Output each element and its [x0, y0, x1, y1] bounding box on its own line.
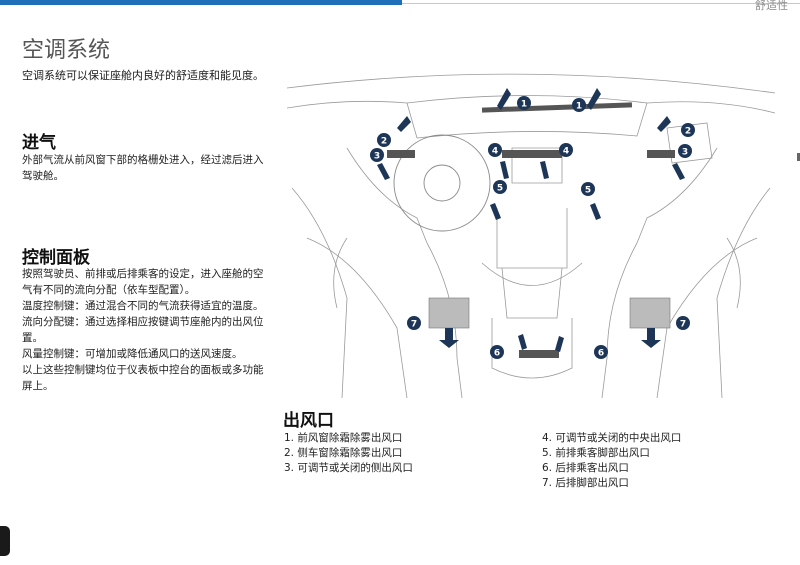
- control-panel-line: 风量控制键：可增加或降低通风口的送风速度。: [22, 348, 243, 360]
- marker-6-left: 6: [490, 345, 504, 359]
- svg-text:3: 3: [682, 148, 688, 158]
- svg-text:1: 1: [576, 102, 582, 112]
- marker-2-left: 2: [377, 133, 391, 147]
- marker-1-left: 1: [517, 96, 531, 110]
- marker-6-right: 6: [594, 345, 608, 359]
- page-edge-tab: [0, 526, 10, 556]
- marker-5-left: 5: [493, 180, 507, 194]
- footwell-vents: [428, 297, 671, 329]
- marker-5-right: 5: [581, 182, 595, 196]
- diagram-markers: 1 1 2 2 3 3 4 4 5 5 6 6 7 7: [370, 96, 695, 359]
- marker-4-right: 4: [559, 143, 573, 157]
- svg-text:5: 5: [497, 184, 503, 194]
- marker-3-left: 3: [370, 148, 384, 162]
- outlets-list-left: 1. 前风窗除霜除雾出风口 2. 侧车窗除霜除雾出风口 3. 可调节或关闭的侧出…: [284, 431, 413, 476]
- outlets-heading: 出风口: [283, 411, 334, 431]
- page-side-tick: [797, 153, 800, 161]
- control-panel-line: 温度控制键：通过混合不同的气流获得适宜的温度。: [22, 300, 264, 312]
- control-panel-line: 以上这些控制键均位于仪表板中控台的面板或多功能屏上。: [22, 364, 264, 392]
- steering-wheel: [393, 134, 491, 232]
- header-rule: [402, 3, 800, 4]
- list-item: 7. 后排脚部出风口: [542, 477, 629, 489]
- control-panel-heading: 控制面板: [22, 248, 90, 268]
- marker-1-right: 1: [572, 98, 586, 112]
- vent-strips: [387, 102, 675, 358]
- svg-text:5: 5: [585, 186, 591, 196]
- cabin-airflow-diagram: 1 1 2 2 3 3 4 4 5 5 6 6 7 7: [287, 73, 775, 398]
- marker-3-right: 3: [678, 144, 692, 158]
- marker-7-left: 7: [407, 316, 421, 330]
- marker-4-left: 4: [488, 143, 502, 157]
- intake-heading: 进气: [22, 133, 56, 153]
- control-panel-line: 流向分配键：通过选择相应按键调节座舱内的出风位置。: [22, 316, 264, 344]
- page-title: 空调系统: [22, 38, 111, 63]
- list-item: 3. 可调节或关闭的侧出风口: [284, 462, 413, 474]
- list-item: 6. 后排乘客出风口: [542, 462, 629, 474]
- svg-text:6: 6: [494, 349, 500, 359]
- list-item: 2. 侧车窗除霜除雾出风口: [284, 447, 403, 459]
- outlets-list-right: 4. 可调节或关闭的中央出风口 5. 前排乘客脚部出风口 6. 后排乘客出风口 …: [542, 431, 681, 491]
- svg-text:7: 7: [411, 320, 417, 330]
- svg-text:4: 4: [563, 147, 569, 157]
- intake-text: 外部气流从前风窗下部的格栅处进入，经过滤后进入驾驶舱。: [22, 154, 264, 182]
- svg-text:6: 6: [598, 349, 604, 359]
- header-accent-bar: [0, 0, 402, 5]
- svg-text:1: 1: [521, 100, 527, 110]
- marker-2-right: 2: [681, 123, 695, 137]
- marker-7-right: 7: [676, 316, 690, 330]
- svg-text:7: 7: [680, 320, 686, 330]
- list-item: 1. 前风窗除霜除雾出风口: [284, 432, 403, 444]
- svg-text:2: 2: [685, 127, 691, 137]
- airflow-arrows: [377, 88, 685, 352]
- list-item: 4. 可调节或关闭的中央出风口: [542, 432, 682, 444]
- svg-text:3: 3: [374, 152, 380, 162]
- chapter-label: 舒适性: [755, 0, 788, 12]
- control-panel-line: 按照驾驶员、前排或后排乘客的设定，进入座舱的空气有不同的流向分配（依车型配置）。: [22, 268, 264, 296]
- control-panel-text: 按照驾驶员、前排或后排乘客的设定，进入座舱的空气有不同的流向分配（依车型配置）。…: [22, 266, 272, 394]
- intro-text: 空调系统可以保证座舱内良好的舒适度和能见度。: [22, 69, 264, 82]
- list-item: 5. 前排乘客脚部出风口: [542, 447, 650, 459]
- svg-text:2: 2: [381, 137, 387, 147]
- cabin-outline: [287, 73, 775, 398]
- svg-text:4: 4: [492, 147, 498, 157]
